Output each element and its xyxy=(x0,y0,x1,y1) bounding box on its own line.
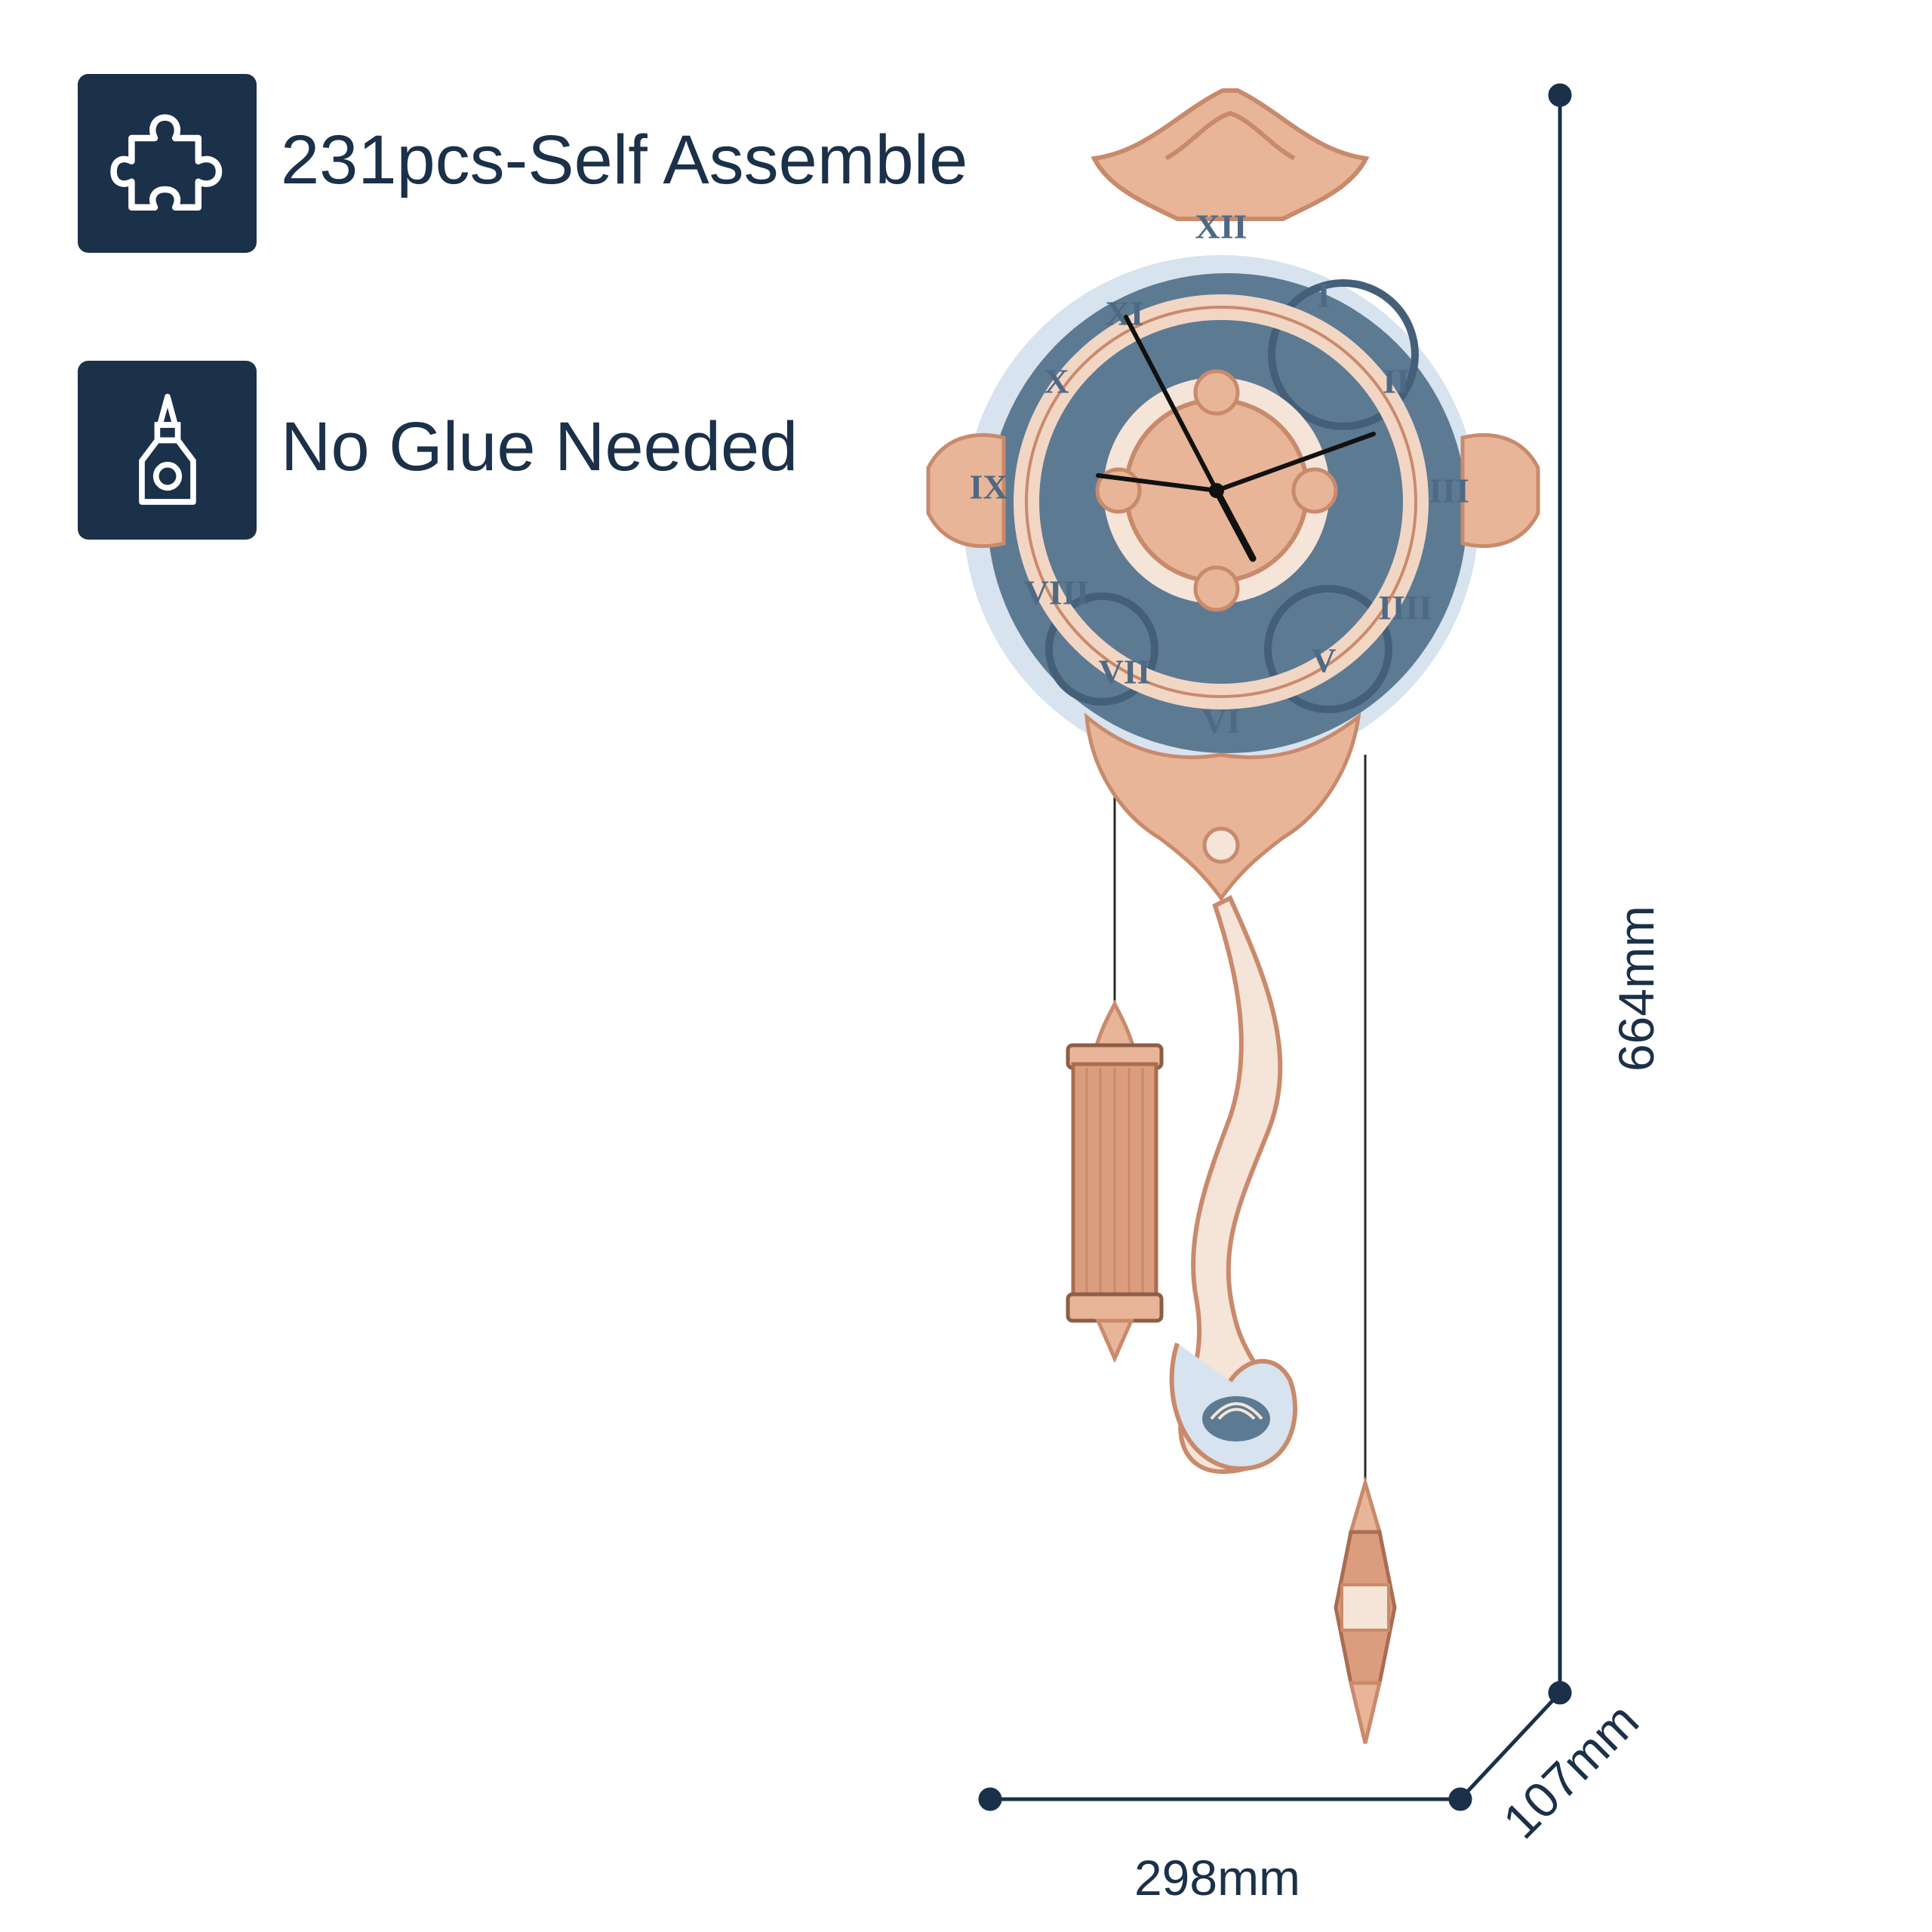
side-ornaments xyxy=(926,432,1540,549)
numeral-4: IIII xyxy=(1378,589,1432,627)
numeral-1: I xyxy=(1317,276,1331,315)
width-dimension-label: 298mm xyxy=(1134,1850,1301,1906)
clock-hands xyxy=(1096,315,1376,562)
numeral-9: IX xyxy=(969,468,1008,506)
puzzle-piece-icon xyxy=(109,114,222,211)
numeral-5: V xyxy=(1311,641,1336,680)
clock-numerals: XII I II III IIII V VI VII VIII IX X XI xyxy=(969,208,1469,740)
second-hand xyxy=(1214,432,1376,493)
medallion-bosses xyxy=(1095,369,1338,612)
numeral-12: XII xyxy=(1195,208,1247,246)
pendulum xyxy=(1169,894,1298,1475)
numeral-6: VI xyxy=(1201,702,1240,740)
numeral-10: X xyxy=(1044,362,1069,401)
dimension-lines xyxy=(978,83,1572,1811)
numeral-2: II xyxy=(1383,362,1410,401)
right-weight xyxy=(1334,1476,1397,1744)
gear-decor xyxy=(1045,279,1419,713)
numeral-11: XI xyxy=(1105,294,1143,333)
minute-hand xyxy=(1124,315,1219,493)
numeral-3: III xyxy=(1429,472,1469,510)
bottom-ornament xyxy=(1084,712,1361,902)
glue-badge xyxy=(78,361,257,540)
numeral-8: VIII xyxy=(1024,574,1090,612)
numeral-7: VII xyxy=(1098,653,1150,691)
feature-label-glue: No Glue Needed xyxy=(281,408,798,485)
puzzle-badge xyxy=(78,74,257,253)
height-dimension-label: 664mm xyxy=(1608,905,1664,1072)
glue-bottle-icon xyxy=(138,393,196,505)
hour-hand xyxy=(1213,487,1257,562)
top-crest xyxy=(1091,88,1370,221)
feature-label-assemble: 231pcs-Self Assemble xyxy=(281,122,968,198)
weight-strings xyxy=(1113,755,1367,1483)
left-weight xyxy=(1066,999,1164,1364)
